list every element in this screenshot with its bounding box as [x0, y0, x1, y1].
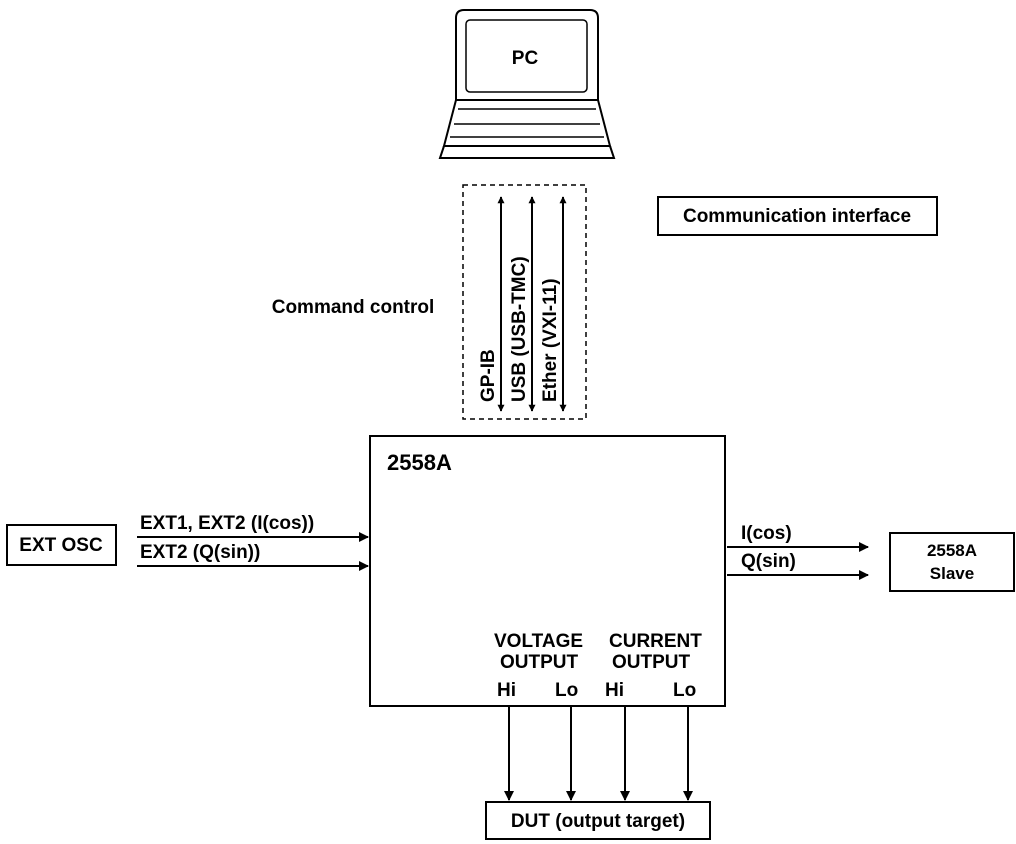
device-2558a-box: [369, 435, 726, 707]
dut-box: [485, 801, 711, 840]
ext-osc-box: [6, 524, 117, 566]
interface-group-box: [462, 184, 587, 420]
voltage-output-label-line2: OUTPUT: [500, 652, 579, 673]
current-output-label-line2: OUTPUT: [612, 652, 691, 673]
current-lo-label: Lo: [673, 680, 696, 701]
ext-osc-label: EXT OSC: [19, 535, 103, 556]
channel-ether-label: Ether (VXI-11): [540, 278, 561, 402]
ext-osc-signal2-label: EXT2 (Q(sin)): [140, 542, 260, 563]
voltage-hi-label: Hi: [497, 680, 516, 701]
slave-label-line1: 2558A: [927, 541, 977, 560]
voltage-output-label-line1: VOLTAGE: [494, 631, 583, 652]
current-output-label-line1: CURRENT: [609, 631, 702, 652]
communication-interface-label: Communication interface: [683, 206, 911, 227]
pc-laptop-icon: [438, 9, 616, 159]
ext-osc-signal1-label: EXT1, EXT2 (I(cos)): [140, 513, 314, 534]
device-name: 2558A: [387, 450, 452, 475]
slave-box: [889, 532, 1015, 592]
slave-signal1-label: I(cos): [741, 523, 792, 544]
pc-label: PC: [512, 48, 539, 69]
voltage-lo-label: Lo: [555, 680, 578, 701]
channel-gpib-label: GP-IB: [478, 349, 499, 402]
command-control-label: Command control: [272, 297, 435, 318]
communication-interface-box: [657, 196, 938, 236]
channel-usb-label: USB (USB-TMC): [509, 256, 530, 402]
current-hi-label: Hi: [605, 680, 624, 701]
dut-label: DUT (output target): [511, 811, 685, 832]
slave-label-line2: Slave: [930, 564, 974, 583]
slave-signal2-label: Q(sin): [741, 551, 796, 572]
